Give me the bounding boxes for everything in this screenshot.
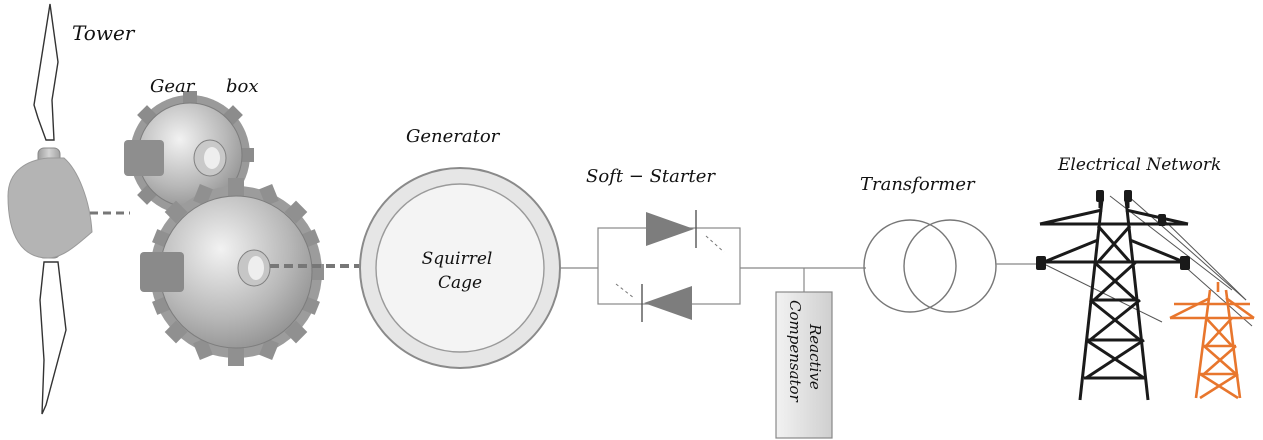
soft-starter-frame: [597, 227, 741, 305]
transformer-label: Transformer: [860, 174, 976, 195]
transformer-secondary-coil: [903, 219, 997, 313]
soft-starter: [597, 210, 741, 322]
gear-label-word1: Gear: [150, 76, 196, 97]
small-gear: [124, 91, 254, 219]
upper-thyristor: [646, 212, 694, 246]
squirrel-cage-line1: Squirrel: [422, 249, 493, 269]
reactive-compensator-box: [775, 291, 833, 439]
electrical-network: [1036, 190, 1255, 401]
wind-turbine: [7, 3, 130, 415]
generator: [359, 167, 561, 369]
transformer-primary-coil: [863, 219, 957, 313]
tower-label: Tower: [72, 21, 136, 45]
reactive-compensator-line1: Reactive: [806, 323, 824, 390]
transformer: [863, 219, 997, 313]
orange-pylon: [1169, 282, 1255, 400]
gearbox: [124, 91, 362, 366]
soft-starter-label: Soft − Starter: [586, 166, 716, 187]
nacelle: [7, 157, 93, 259]
large-gear: [140, 178, 324, 366]
black-pylon: [1039, 196, 1189, 401]
generator-label: Generator: [406, 126, 501, 147]
upper-blade: [33, 3, 59, 141]
squirrel-cage-line2: Cage: [438, 273, 482, 293]
lower-blade: [39, 261, 67, 415]
electrical-network-label: Electrical Network: [1057, 155, 1221, 175]
gear-label-word2: box: [226, 76, 259, 97]
generator-inner-ring: [375, 183, 545, 353]
reactive-compensator-line2: Compensator: [786, 300, 804, 403]
lower-thyristor: [644, 286, 692, 320]
